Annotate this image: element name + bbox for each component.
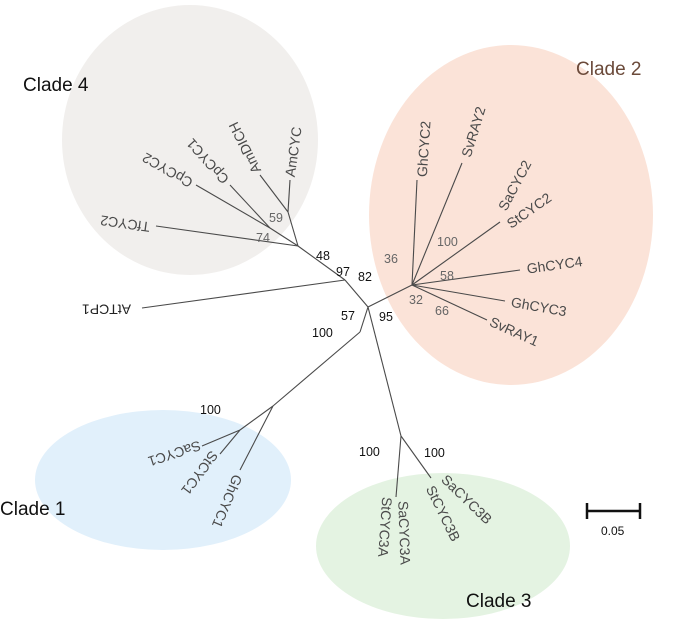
clade-1-label: Clade 1 <box>0 499 66 520</box>
scale-bar-label: 0.05 <box>601 524 625 538</box>
branch-cpcyc-node <box>269 227 299 247</box>
taxon-attcp1: AtTCP1 <box>82 301 131 317</box>
bootstrap-label: 36 <box>384 252 398 266</box>
bootstrap-label: 48 <box>316 249 330 263</box>
taxon-amcyc: AmCYC <box>282 126 305 178</box>
branch-tfcyc2 <box>155 225 299 247</box>
branch-center-to-clade3 <box>367 306 402 437</box>
branch-ghcyc1 <box>239 405 274 471</box>
taxon-ghcyc2: GhCYC2 <box>414 120 434 177</box>
bootstrap-label: 32 <box>409 293 423 307</box>
branch-center-to-clade1-node <box>359 306 369 333</box>
taxon-tfcyc2: TfCYC2 <box>99 212 151 235</box>
bootstrap-label: 82 <box>358 270 372 284</box>
branch-to-attcp1 <box>141 279 346 309</box>
branch-center-to-clade2 <box>367 284 413 308</box>
branch-amcyc-node <box>287 211 299 247</box>
tree-branches <box>141 162 521 498</box>
branch-stcyc2 <box>411 221 501 286</box>
branch-clade1-inner <box>239 405 274 431</box>
bootstrap-label: 100 <box>437 235 458 249</box>
clade-1-highlight <box>35 410 291 550</box>
branch-cpcyc1 <box>229 184 271 229</box>
branch-svray2 <box>411 162 463 286</box>
taxon-stcyc3a: StCYC3A <box>375 497 395 559</box>
clade-3-highlight <box>316 473 570 619</box>
branch-amcyc <box>287 179 291 213</box>
branch-cyc3a-stem <box>395 435 402 498</box>
taxon-ghcyc4: GhCYC4 <box>526 253 584 277</box>
bootstrap-label: 58 <box>440 269 454 283</box>
bootstrap-label: 66 <box>435 304 449 318</box>
branch-sacyc1 <box>201 429 241 447</box>
branch-clade4-stem <box>297 245 346 281</box>
bootstrap-label: 100 <box>359 445 380 459</box>
taxon-sacyc3a: SaCYC3A <box>395 501 413 566</box>
branch-clade1-stem <box>272 331 361 407</box>
branch-ghcyc4 <box>411 269 521 286</box>
clade-4-highlight <box>62 5 318 275</box>
bootstrap-label: 95 <box>379 310 393 324</box>
bootstrap-label: 97 <box>336 265 350 279</box>
clade-3-label: Clade 3 <box>466 591 532 612</box>
clade-4-label: Clade 4 <box>23 75 89 96</box>
branch-ghcyc3 <box>411 284 506 302</box>
clade-2-label: Clade 2 <box>576 59 642 80</box>
scale-bar: 0.05 <box>585 503 642 538</box>
bootstrap-label: 100 <box>424 446 445 460</box>
branch-ghcyc2 <box>411 179 418 286</box>
branch-cpcyc2 <box>195 184 271 229</box>
clade-2-highlight <box>369 45 653 385</box>
branch-center-to-clade4 <box>344 279 369 308</box>
branch-amdich <box>259 174 289 213</box>
bootstrap-label: 100 <box>200 403 221 417</box>
branch-cyc3b-stem <box>400 435 432 479</box>
bootstrap-label: 100 <box>312 326 333 340</box>
bootstrap-label: 57 <box>341 309 355 323</box>
bootstrap-label: 74 <box>256 231 270 245</box>
branch-svray1 <box>411 284 488 321</box>
bootstrap-label: 59 <box>269 211 283 225</box>
branch-stcyc1 <box>219 429 241 455</box>
